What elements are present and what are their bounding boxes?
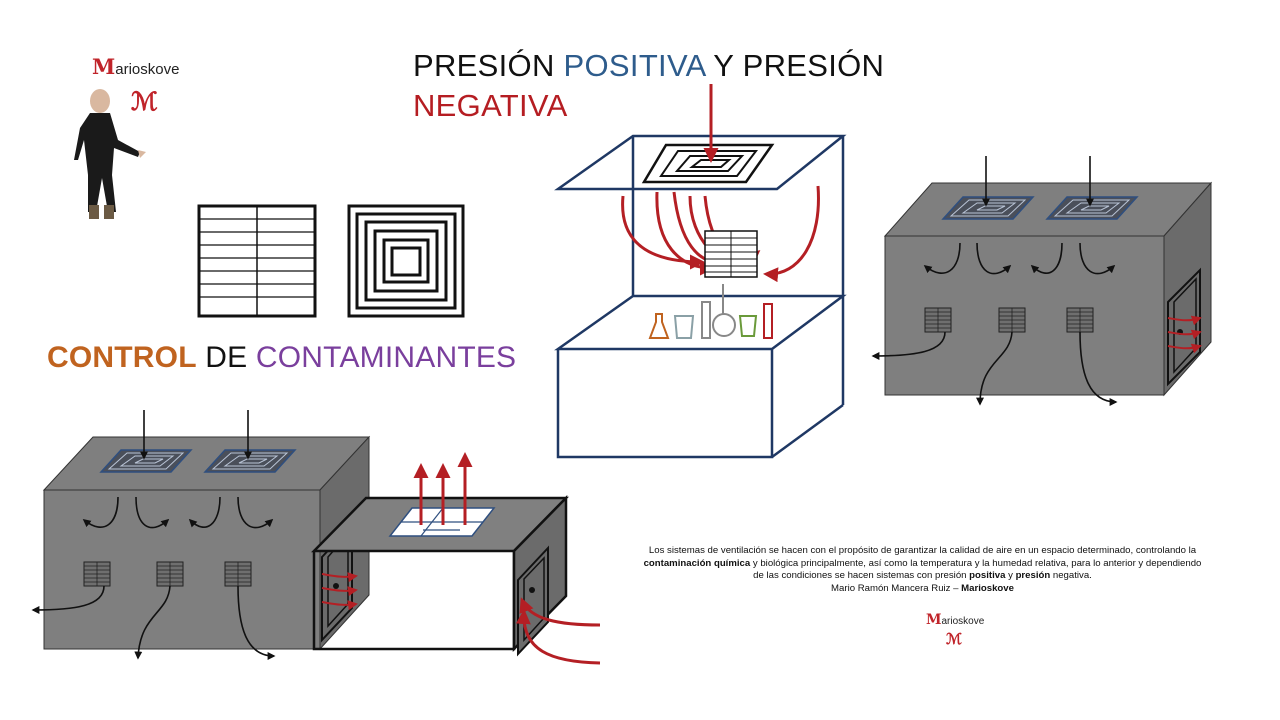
title-word-y-presion: Y PRESIÓN (704, 48, 885, 83)
brand-name-rest: arioskove (115, 61, 180, 78)
linear-grille-icon (197, 204, 317, 318)
brand-logo-top: Marioskove (92, 54, 179, 79)
title-word-negativa: NEGATIVA (413, 88, 568, 123)
room-diagram-bottom (31, 410, 601, 665)
room-diagram-right (871, 156, 1213, 406)
caption-text-2: y biológica principalmente, así como la … (750, 557, 1202, 582)
brand-monogram-bottom: ℳ (946, 630, 963, 648)
lab-hood-diagram (554, 84, 847, 459)
square-diffuser-icon (347, 204, 465, 318)
slide-title: PRESIÓN POSITIVA Y PRESIÓN NEGATIVA (413, 46, 884, 126)
brand-name-rest-small: arioskove (941, 616, 985, 627)
caption-bold-quimica: contaminación química (643, 557, 751, 569)
caption-text-4: negativa. (1050, 570, 1092, 582)
caption-author-brand: Marioskove (961, 582, 1014, 594)
title-word-presion: PRESIÓN (413, 48, 564, 83)
title-word-positiva: POSITIVA (563, 48, 705, 83)
brand-initial-small: M (926, 612, 942, 628)
brand-initial: M (92, 54, 116, 79)
presenter-character-icon (74, 89, 146, 219)
caption-text-3: y (1005, 570, 1016, 582)
heading-word-control: CONTROL (47, 341, 197, 374)
brand-monogram-top: ℳ (131, 87, 158, 116)
description-paragraph: Los sistemas de ventilación se hacen con… (640, 545, 1205, 595)
heading-word-de: DE (196, 341, 256, 374)
caption-author: Mario Ramón Mancera Ruiz – (831, 582, 962, 594)
caption-bold-positiva: positiva (969, 570, 1006, 582)
brand-logo-bottom: Marioskove (926, 612, 984, 628)
section-heading: CONTROL DE CONTAMINANTES (47, 338, 516, 378)
caption-text-1: Los sistemas de ventilación se hacen con… (648, 545, 1197, 556)
caption-bold-presion: presión (1015, 570, 1051, 582)
heading-word-contaminantes: CONTAMINANTES (255, 341, 517, 374)
